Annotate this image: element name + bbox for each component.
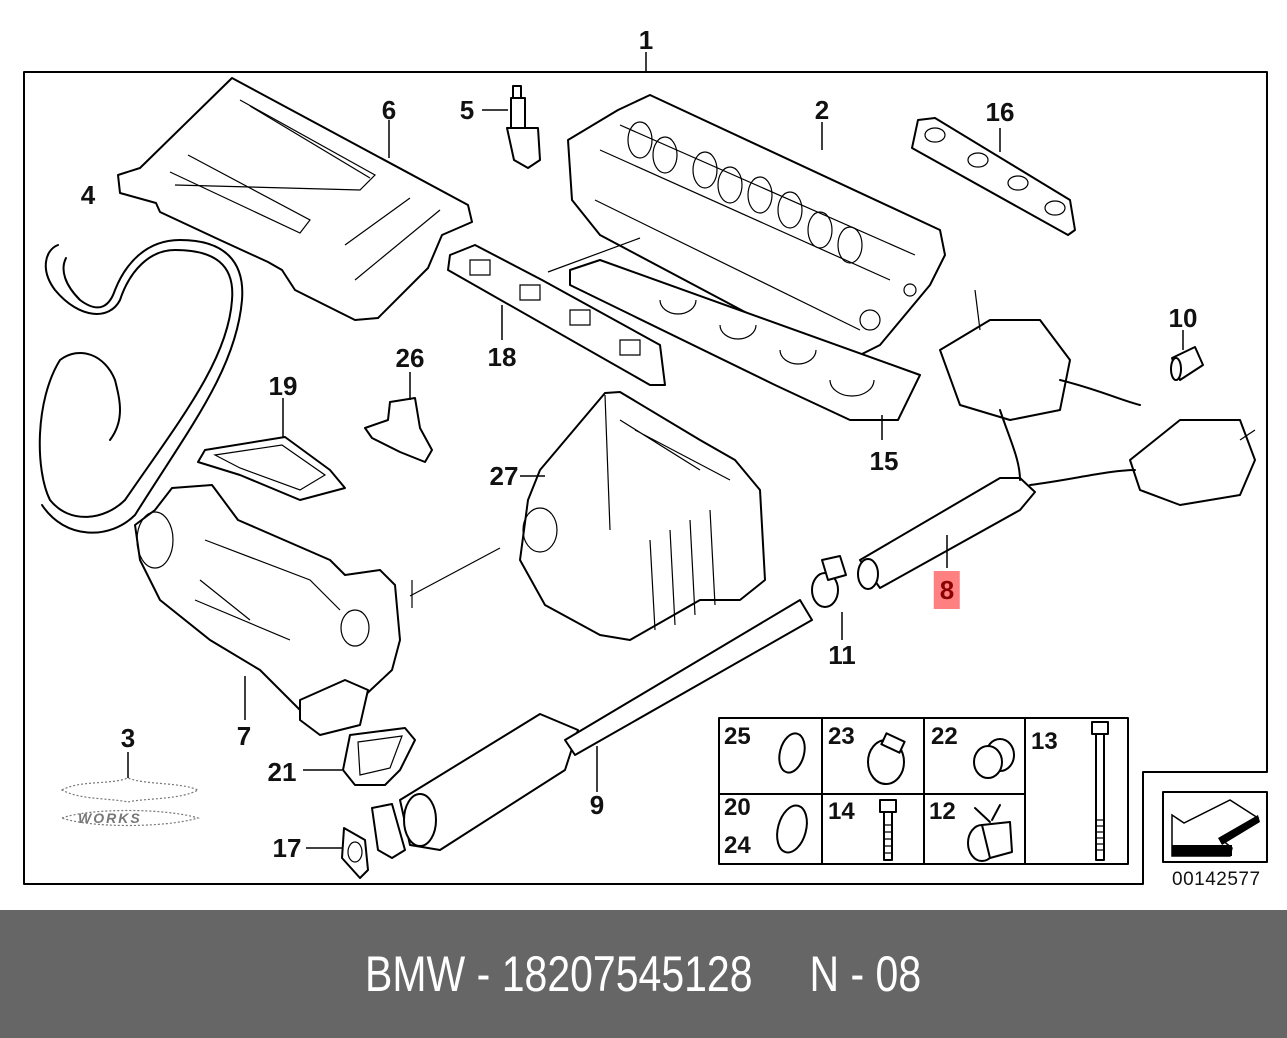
sleeve-drawing — [1170, 346, 1204, 381]
kit-label-23[interactable]: 23 — [828, 723, 855, 750]
parts-diagram: 1 2 3 4 5 6 7 8 9 10 11 15 16 17 18 19 2… — [23, 25, 1268, 890]
kit-label-12[interactable]: 12 — [929, 798, 956, 825]
diagram-number: 00142577 — [1172, 869, 1261, 890]
callout-10[interactable]: 10 — [1168, 303, 1198, 333]
kit-label-20[interactable]: 20 — [724, 794, 751, 821]
front-pipe-drawing — [371, 599, 813, 859]
assembly-frame — [23, 71, 1268, 885]
kit-label-13[interactable]: 13 — [1031, 728, 1058, 755]
callout-19[interactable]: 19 — [268, 371, 298, 401]
rear-muffler-drawing — [939, 289, 1256, 506]
kit-grid — [718, 717, 1129, 865]
intercooler-drawing — [519, 391, 766, 641]
callout-3[interactable]: 3 — [120, 723, 136, 753]
callout-16[interactable]: 16 — [985, 97, 1015, 127]
footer-group: N - 08 — [809, 946, 922, 1002]
head-gasket-drawing — [569, 259, 921, 421]
flange-gasket-drawing — [341, 827, 369, 879]
exhaust-gasket-drawing — [911, 117, 1076, 236]
seal-ring-icon — [776, 804, 808, 854]
hex-bolt-icon — [879, 799, 897, 861]
injector-drawing — [364, 397, 433, 463]
callout-21[interactable]: 21 — [267, 757, 297, 787]
callout-15[interactable]: 15 — [869, 446, 899, 476]
kit-label-22[interactable]: 22 — [931, 723, 958, 750]
callout-6[interactable]: 6 — [381, 95, 397, 125]
kit-label-24[interactable]: 24 — [724, 832, 751, 859]
kit-label-14[interactable]: 14 — [828, 798, 855, 825]
footer-bar: BMW - 18207545128 N - 08 — [0, 910, 1287, 1038]
works-badge-text: WORKS — [78, 810, 142, 826]
footer-text: BMW - 18207545128 N - 08 — [365, 945, 921, 1003]
cylinder-head-drawing — [567, 94, 946, 361]
supercharger-gasket-drawing — [197, 436, 346, 501]
kit-label-25[interactable]: 25 — [724, 723, 751, 750]
callout-1[interactable]: 1 — [638, 25, 654, 55]
clamp-drawing — [811, 555, 847, 608]
orientation-box — [1162, 791, 1268, 863]
footer-brand: BMW — [365, 946, 466, 1002]
exhaust-pipe-drawing — [857, 477, 1036, 590]
callout-11[interactable]: 11 — [828, 640, 856, 670]
callout-5[interactable]: 5 — [459, 95, 475, 125]
hose-clamp-icon — [867, 732, 906, 785]
spark-plug-drawing — [506, 85, 541, 169]
seal-drawing — [342, 727, 416, 786]
callout-2[interactable]: 2 — [814, 95, 830, 125]
footer-part-number: 18207545128 — [502, 946, 753, 1002]
callout-26[interactable]: 26 — [395, 343, 425, 373]
spring-clamp-icon — [967, 804, 1013, 862]
callout-18[interactable]: 18 — [487, 342, 517, 372]
footer-separator: - — [477, 946, 491, 1002]
long-bolt-icon — [1091, 721, 1109, 861]
supercharger-drawing — [134, 484, 401, 736]
engine-cover-drawing — [117, 77, 473, 321]
callout-8-highlighted[interactable]: 8 — [933, 571, 961, 609]
belt-drawing — [38, 239, 244, 534]
o-ring-icon — [778, 732, 806, 774]
callout-4[interactable]: 4 — [80, 180, 96, 210]
callout-17[interactable]: 17 — [272, 833, 302, 863]
screw-plug-icon — [973, 738, 1015, 779]
works-badge-drawing — [60, 777, 201, 827]
callout-7[interactable]: 7 — [236, 721, 252, 751]
callout-9[interactable]: 9 — [589, 790, 605, 820]
callout-27[interactable]: 27 — [489, 461, 519, 491]
intake-gasket-drawing — [447, 244, 666, 386]
